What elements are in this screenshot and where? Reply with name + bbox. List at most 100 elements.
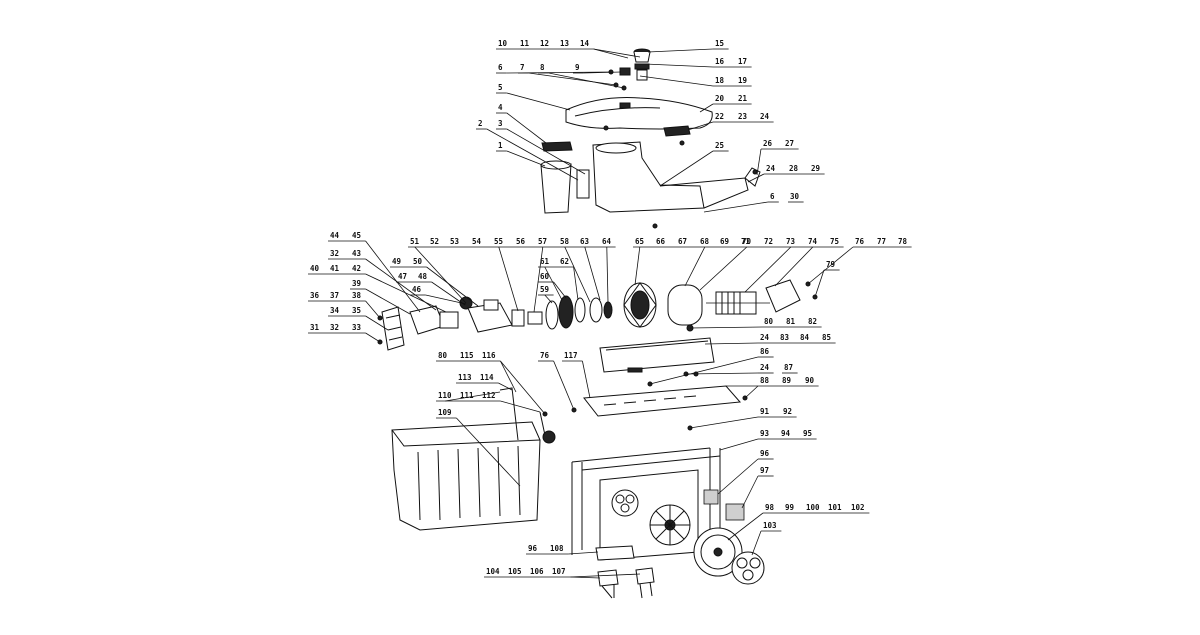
part-label-24: 24	[766, 164, 776, 173]
switch-housing-edge	[605, 340, 709, 351]
leader-line-63	[584, 246, 601, 301]
part-label-112: 112	[482, 391, 496, 400]
part-label-66: 66	[656, 237, 666, 246]
part-label-21: 21	[738, 94, 748, 103]
leader-line-103	[751, 530, 762, 556]
rear-bell	[765, 279, 801, 313]
leader-line-47	[431, 281, 466, 306]
part-label-35: 35	[352, 306, 361, 315]
disc-59	[545, 300, 559, 330]
part-label-4: 4	[498, 103, 503, 112]
part-label-51: 51	[410, 237, 420, 246]
part-label-86: 86	[760, 347, 770, 356]
leader-line-61	[544, 266, 563, 301]
bracket-22	[663, 125, 691, 137]
leader-line-34	[365, 315, 389, 331]
leader-line-64	[606, 246, 609, 303]
leader-line-25	[659, 150, 714, 187]
leader-line-20	[699, 103, 714, 113]
housing-opening	[595, 142, 637, 154]
foot-left	[597, 569, 619, 587]
coupler-57	[527, 311, 543, 325]
leader-line-70	[699, 246, 748, 291]
part-label-98: 98	[765, 503, 775, 512]
stator-ring	[623, 282, 657, 328]
filter-3	[576, 169, 590, 199]
leader-line-6	[703, 201, 769, 213]
part-label-12: 12	[540, 39, 549, 48]
part-label-85: 85	[822, 333, 831, 342]
leader-line-49	[426, 266, 479, 307]
part-label-109: 109	[438, 408, 452, 417]
part-label-38: 38	[352, 291, 362, 300]
part-label-82: 82	[808, 317, 817, 326]
measuring-cup	[540, 163, 572, 214]
part-label-75: 75	[830, 237, 839, 246]
part-label-25: 25	[715, 141, 724, 150]
part-label-77: 77	[877, 237, 886, 246]
leader-line-58	[564, 246, 591, 303]
vent-hole-1	[615, 494, 625, 504]
cup-rim	[540, 160, 572, 170]
part-label-28: 28	[789, 164, 799, 173]
part-label-56: 56	[516, 237, 526, 246]
pulley-hub	[713, 547, 723, 557]
part-label-60: 60	[540, 272, 550, 281]
part-label-36: 36	[310, 291, 320, 300]
part-label-10: 10	[498, 39, 508, 48]
part-label-97: 97	[760, 466, 769, 475]
leader-line-90	[744, 385, 759, 399]
part-label-19: 19	[738, 76, 748, 85]
part-label-50: 50	[413, 257, 423, 266]
leader-line-16	[644, 63, 714, 68]
part-label-104: 104	[486, 567, 500, 576]
part-label-102: 102	[851, 503, 865, 512]
part-label-46: 46	[412, 285, 422, 294]
part-label-96: 96	[760, 449, 770, 458]
bin-ribs	[417, 445, 521, 521]
frame-top-bar	[571, 447, 721, 471]
part-label-68: 68	[700, 237, 710, 246]
leader-line-76	[807, 246, 854, 285]
part-label-29: 29	[811, 164, 821, 173]
part-label-54: 54	[472, 237, 482, 246]
part-label-71: 71	[741, 237, 751, 246]
part-label-69: 69	[720, 237, 730, 246]
leader-line-46	[425, 294, 467, 305]
switch-vent	[627, 367, 643, 373]
vent-hole-3	[620, 503, 630, 513]
part-label-83: 83	[780, 333, 790, 342]
part-label-107: 107	[552, 567, 566, 576]
part-label-42: 42	[352, 264, 361, 273]
leader-line-109	[456, 417, 521, 487]
part-label-8: 8	[540, 63, 545, 72]
leader-line-113	[498, 382, 513, 391]
knob-stem	[636, 69, 648, 81]
leader-line-116	[500, 360, 546, 415]
leader-line-31	[365, 332, 381, 343]
spinner-hole-2	[749, 557, 761, 569]
leader-line-73	[744, 246, 792, 293]
leader-line-26	[756, 148, 762, 176]
part-label-63: 63	[580, 237, 590, 246]
grille-96	[703, 489, 719, 505]
part-label-73: 73	[786, 237, 796, 246]
part-label-57: 57	[538, 237, 547, 246]
part-label-89: 89	[782, 376, 792, 385]
part-label-26: 26	[763, 139, 773, 148]
part-label-115: 115	[460, 351, 474, 360]
part-label-5: 5	[498, 83, 503, 92]
part-label-40: 40	[310, 264, 320, 273]
pulley-inner	[700, 534, 736, 570]
part-label-113: 113	[458, 373, 472, 382]
main-housing	[592, 141, 705, 213]
leader-line-15	[647, 48, 714, 53]
foot-left-screw	[601, 585, 615, 599]
leader-line-107	[570, 573, 641, 578]
leader-line-10	[593, 48, 629, 59]
part-label-72: 72	[764, 237, 773, 246]
leader-line-97	[741, 475, 759, 509]
part-label-99: 99	[785, 503, 795, 512]
foot-right-screw	[639, 581, 653, 599]
